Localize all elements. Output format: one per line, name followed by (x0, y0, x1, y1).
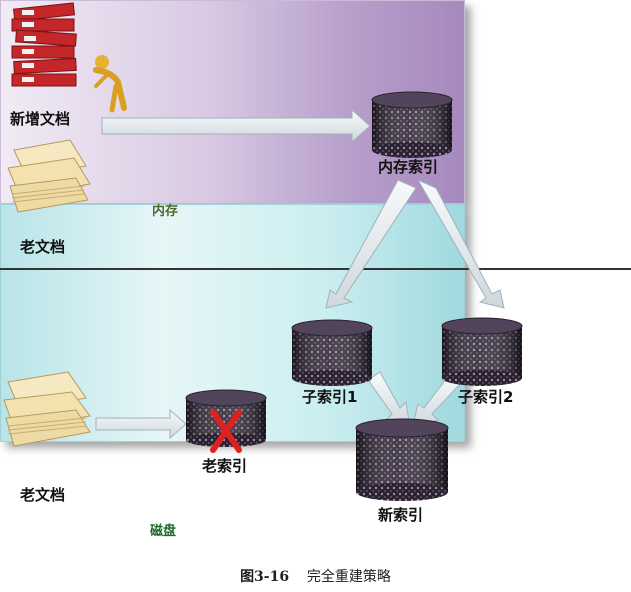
figure-number: 图3-16 (240, 569, 290, 585)
thinking-figure-icon (93, 55, 127, 113)
new-docs-label: 新增文档 (10, 110, 71, 128)
memory-zone-label: 内存 (152, 204, 179, 219)
sub-index-2-label: 子索引2 (458, 388, 514, 406)
flush-arrow-right (416, 178, 505, 309)
figure-caption: 图3-16 完全重建策略 (0, 566, 631, 586)
new-index-cylinder-icon (355, 418, 449, 501)
disk-zone-label: 磁盘 (150, 524, 177, 539)
document-stack-red-icon (11, 2, 77, 87)
new-index-label: 新索引 (378, 506, 424, 524)
memory-index-cylinder-icon (371, 91, 453, 158)
old-docs-arrow (95, 408, 187, 440)
x-mark-icon (210, 409, 242, 453)
paper-stack-bottom-icon (3, 371, 91, 447)
sub-index-1-label: 子索引1 (302, 388, 358, 406)
memory-disk-divider (0, 268, 631, 270)
sub-index-1-cylinder-icon (291, 319, 373, 386)
old-docs-top-label: 老文档 (20, 238, 66, 256)
old-index-label: 老索引 (202, 457, 248, 475)
new-docs-arrow (101, 108, 371, 144)
flush-arrow-left (325, 179, 417, 309)
merge-arrow-left (367, 371, 411, 429)
paper-stack-top-icon (7, 139, 91, 213)
figure-title: 完全重建策略 (306, 569, 391, 585)
old-index-cylinder-icon (185, 389, 267, 447)
old-docs-bottom-label: 老文档 (20, 486, 66, 504)
memory-index-label: 内存索引 (378, 158, 439, 176)
sub-index-2-cylinder-icon (441, 317, 523, 386)
